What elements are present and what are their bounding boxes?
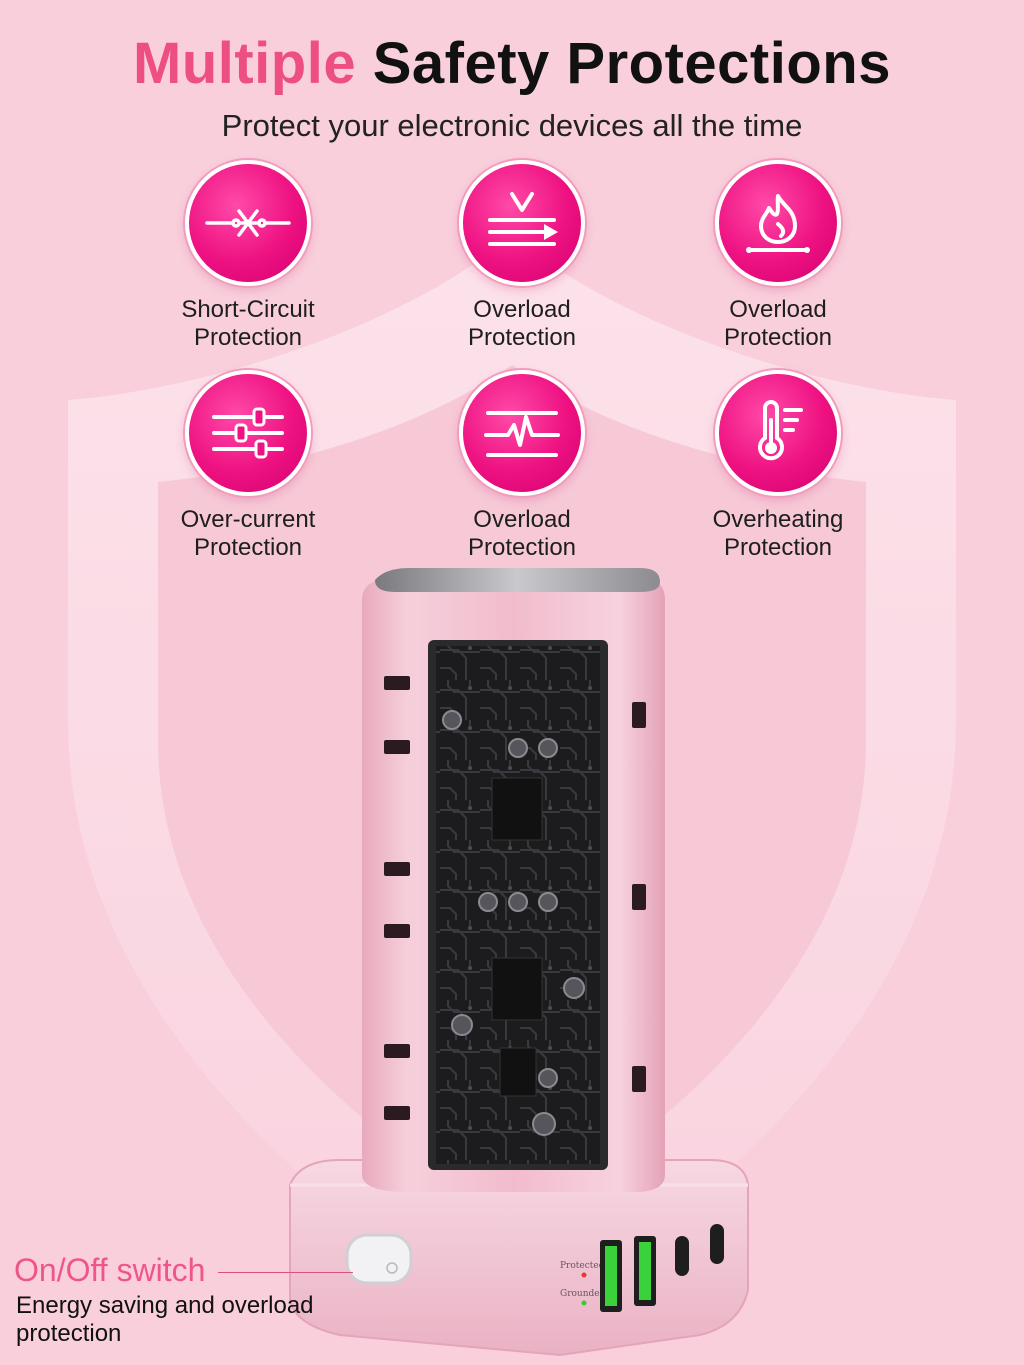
flame-icon — [715, 160, 841, 286]
feature-label: Overload Protection — [402, 506, 642, 562]
feature-over-current: Over-current Protection — [128, 370, 368, 562]
feature-label-line2: Protection — [193, 534, 303, 561]
feature-label-line2: Protection — [723, 324, 833, 351]
switch-callout-title: On/Off switch — [14, 1252, 206, 1288]
feature-overload-pulse: Overload Protection — [402, 370, 642, 562]
feature-short-circuit: Short-Circuit Protection — [128, 160, 368, 352]
thermometer-icon — [715, 370, 841, 496]
sliders-icon — [185, 370, 311, 496]
feature-label: Short-Circuit Protection — [128, 296, 368, 352]
page-subtitle: Protect your electronic devices all the … — [221, 108, 803, 143]
feature-label-line2: Protection — [723, 534, 833, 561]
title-accent: Multiple — [133, 31, 357, 96]
voltage-arrow-icon — [459, 160, 585, 286]
feature-label: Over-current Protection — [128, 506, 368, 562]
feature-label: Overheating Protection — [658, 506, 898, 562]
feature-label-line1: Overload — [729, 296, 827, 323]
feature-label: Overload Protection — [402, 296, 642, 352]
feature-overload-voltage: Overload Protection — [402, 160, 642, 352]
page-title: Multiple Safety Protections — [0, 30, 1024, 97]
feature-label: Overload Protection — [658, 296, 898, 352]
feature-label-line1: Over-current — [180, 506, 316, 533]
feature-overheating: Overheating Protection — [658, 370, 898, 562]
feature-label-line2: Protection — [467, 324, 577, 351]
feature-label-line1: Overload — [473, 296, 571, 323]
pulse-icon — [459, 370, 585, 496]
feature-label-line1: Overload — [473, 506, 571, 533]
feature-label-line1: Short-Circuit — [181, 296, 315, 323]
switch-callout-line — [218, 1272, 353, 1273]
feature-label-line1: Overheating — [712, 506, 844, 533]
short-circuit-icon — [185, 160, 311, 286]
feature-overload-flame: Overload Protection — [658, 160, 898, 352]
title-main: Safety Protections — [372, 31, 891, 96]
feature-label-line2: Protection — [467, 534, 577, 561]
feature-label-line2: Protection — [193, 324, 303, 351]
switch-callout-description: Energy saving and overload protection — [16, 1292, 314, 1347]
